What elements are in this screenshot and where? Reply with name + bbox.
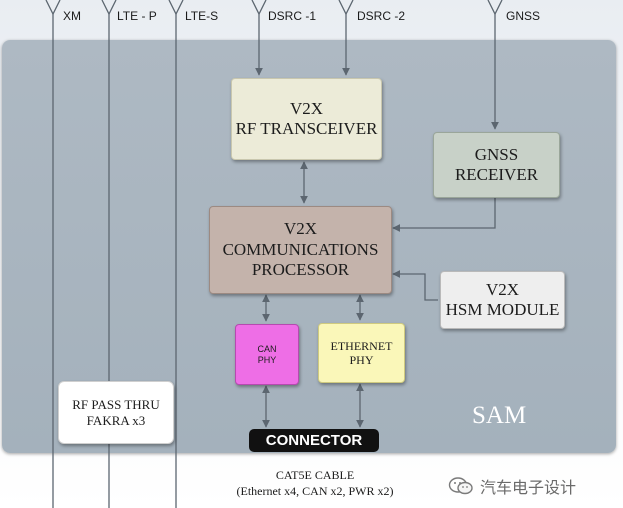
antenna-label-dsrc1: DSRC -1 [268, 9, 317, 23]
rfpass-line-2: FAKRA x3 [86, 412, 146, 428]
antenna-label-lte-p: LTE - P [117, 9, 157, 23]
hsm-line-1: V2X [485, 279, 520, 299]
can-line-2: PHY [257, 354, 277, 365]
hsm-line-2: HSM MODULE [445, 300, 560, 319]
cable-line-2: (Ethernet x4, CAN x2, PWR x2) [236, 484, 394, 499]
xm-antenna-icon [45, 0, 61, 16]
watermark-text: 汽车电子设计 [480, 478, 577, 497]
antenna-label-xm: XM [63, 9, 81, 23]
watermark: 汽车电子设计 [448, 474, 576, 498]
wechat-icon [448, 477, 473, 495]
gnss-line-1: GNSS [474, 144, 519, 164]
proc-line-2: COMMUNICATIONS [222, 239, 379, 259]
antenna-label-gnss: GNSS [506, 9, 541, 23]
proc-line-3: PROCESSOR [251, 260, 350, 280]
connector-block: CONNECTOR [249, 429, 379, 452]
sam-label: SAM [472, 402, 527, 429]
hsm-proc-link [392, 270, 438, 301]
gnss-proc-link [392, 198, 496, 232]
rfpass-line-1: RF PASS THRU [72, 396, 160, 412]
gnss-antenna-icon [487, 0, 503, 16]
proc-line-1: V2X [283, 219, 318, 239]
antenna-label-lte-s: LTE-S [185, 9, 219, 23]
cable-line-1: CAT5E CABLE [275, 468, 355, 482]
lte-s-antenna-icon [168, 0, 184, 16]
eth-line-2: PHY [349, 353, 374, 367]
rf-line-1: V2X [289, 98, 324, 118]
dsrc1-antenna-icon [251, 0, 267, 16]
lte-p-antenna-icon [101, 0, 117, 16]
antenna-label-dsrc2: DSRC -2 [357, 9, 406, 23]
rf-line-2: RF TRANSCEIVER [235, 119, 378, 138]
eth-line-1: ETHERNET [330, 338, 393, 353]
dsrc2-antenna-icon [338, 0, 354, 16]
gnss-line-2: RECEIVER [454, 165, 539, 184]
can-line-1: CAN [257, 343, 277, 354]
cable-caption: CAT5E CABLE (Ethernet x4, CAN x2, PWR x2… [200, 467, 430, 499]
